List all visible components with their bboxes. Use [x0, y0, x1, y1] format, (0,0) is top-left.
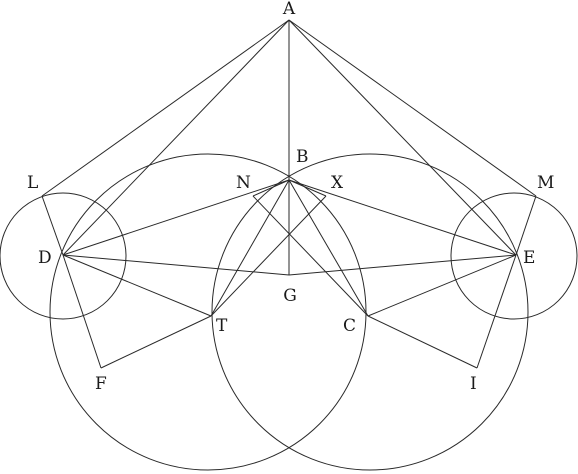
- lines-layer: [41, 19, 537, 369]
- segment-dt: [62, 254, 212, 317]
- point-label-m: M: [537, 173, 554, 193]
- circle-E-small: [450, 192, 578, 320]
- circle-right-large: [211, 153, 529, 471]
- segment-ft: [100, 315, 212, 369]
- point-label-e: E: [523, 248, 535, 268]
- point-label-d: D: [38, 248, 52, 268]
- point-label-l: L: [27, 173, 38, 193]
- segment-me: [515, 195, 537, 256]
- point-label-x: X: [331, 173, 344, 193]
- segment-ic: [367, 315, 478, 369]
- segment-ae: [288, 19, 517, 256]
- segment-bx: [288, 179, 327, 197]
- segment-bn: [252, 179, 290, 197]
- point-label-i: I: [470, 374, 477, 394]
- segment-df: [62, 254, 102, 369]
- segment-bt: [210, 179, 290, 317]
- segment-am: [288, 19, 537, 197]
- segment-nc: [252, 195, 369, 317]
- segment-xt: [210, 195, 327, 317]
- point-label-n: N: [236, 173, 251, 193]
- segment-ec: [367, 254, 517, 317]
- segment-bc: [288, 179, 369, 317]
- point-label-a: A: [282, 0, 296, 19]
- segment-gd: [62, 254, 290, 276]
- segment-al: [41, 19, 290, 197]
- point-label-b: B: [296, 147, 309, 167]
- segment-ld: [41, 195, 64, 256]
- point-label-f: F: [95, 374, 107, 394]
- segment-be: [288, 179, 517, 256]
- segment-ad: [62, 19, 290, 256]
- point-label-t: T: [216, 316, 228, 336]
- point-label-c: C: [343, 316, 356, 336]
- segment-bd: [62, 179, 290, 256]
- segment-ei: [476, 254, 517, 369]
- point-label-g: G: [283, 286, 297, 306]
- circle-D-small: [0, 192, 127, 320]
- segment-ge: [288, 254, 517, 276]
- circle-left-large: [49, 153, 367, 471]
- labels-layer: A B G D E T C F I L M N X: [27, 0, 554, 394]
